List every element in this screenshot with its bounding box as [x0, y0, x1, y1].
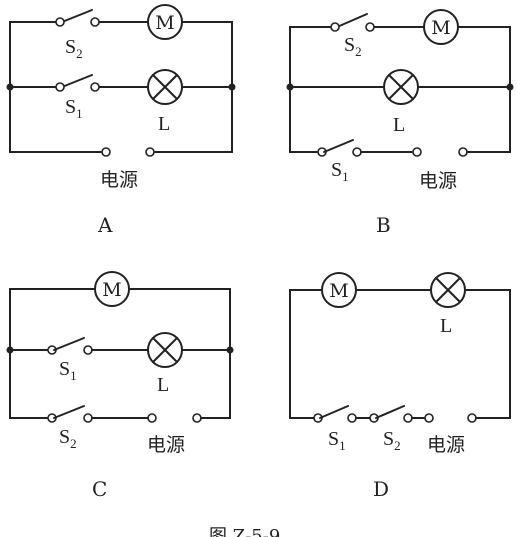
switch-s1-blade [53, 337, 85, 351]
switch-s2-blade [375, 405, 405, 419]
power-source-label: 电源 [419, 170, 457, 192]
switch-s1-blade [61, 74, 93, 88]
lamp-label: L [157, 374, 169, 396]
power-terminal [101, 147, 111, 157]
power-terminal [424, 413, 434, 423]
lamp-icon [383, 69, 419, 105]
lamp-icon [147, 332, 183, 368]
switch-label-s1: S1 [59, 358, 77, 383]
svg-text:M: M [329, 280, 348, 302]
circuit-b: M S2 S1 L 电源 B [286, 9, 514, 237]
circuit-c: M S1 S2 L 电源 C [6, 271, 234, 501]
switch-label-s2: S2 [65, 36, 83, 61]
switch-label-s2: S2 [59, 426, 77, 451]
power-terminal [145, 147, 155, 157]
panel-letter: A [97, 213, 113, 237]
switch-label-s1: S1 [328, 428, 346, 453]
switch-label-s1: S1 [331, 159, 349, 184]
switch-s1-blade [323, 139, 354, 153]
lamp-icon [430, 272, 466, 308]
figure-caption: 图 Z-5-9 [209, 526, 280, 537]
switch-s2-blade [53, 405, 85, 419]
svg-text:M: M [102, 279, 121, 301]
lamp-icon [147, 69, 183, 105]
panel-letter: B [376, 213, 391, 237]
motor-icon: M [423, 9, 459, 45]
svg-text:M: M [431, 17, 450, 39]
lamp-label: L [440, 315, 452, 337]
switch-label-s1: S1 [65, 96, 83, 121]
power-source-label: 电源 [147, 434, 185, 456]
power-terminal [467, 413, 477, 423]
switch-s2-blade [61, 9, 93, 23]
power-terminal [192, 413, 202, 423]
power-terminal [458, 147, 468, 157]
panel-letter: D [373, 477, 389, 501]
power-terminal [412, 147, 422, 157]
power-source-label: 电源 [427, 434, 465, 456]
circuit-d: M S1 S2 L 电源 D [289, 272, 511, 501]
lamp-label: L [158, 113, 170, 135]
motor-icon: M [147, 4, 183, 40]
circuit-a: M S2 S1 L 电源 A [6, 4, 236, 237]
panel-letter: C [92, 477, 107, 501]
switch-label-s2: S2 [383, 428, 401, 453]
switch-s2-blade [336, 13, 368, 28]
switch-label-s2: S2 [344, 34, 362, 59]
lamp-label: L [393, 114, 405, 136]
motor-icon: M [94, 271, 130, 307]
switch-s1-blade [319, 405, 349, 419]
motor-icon: M [321, 272, 357, 308]
power-terminal [147, 413, 157, 423]
power-source-label: 电源 [100, 169, 138, 191]
svg-text:M: M [155, 12, 174, 34]
